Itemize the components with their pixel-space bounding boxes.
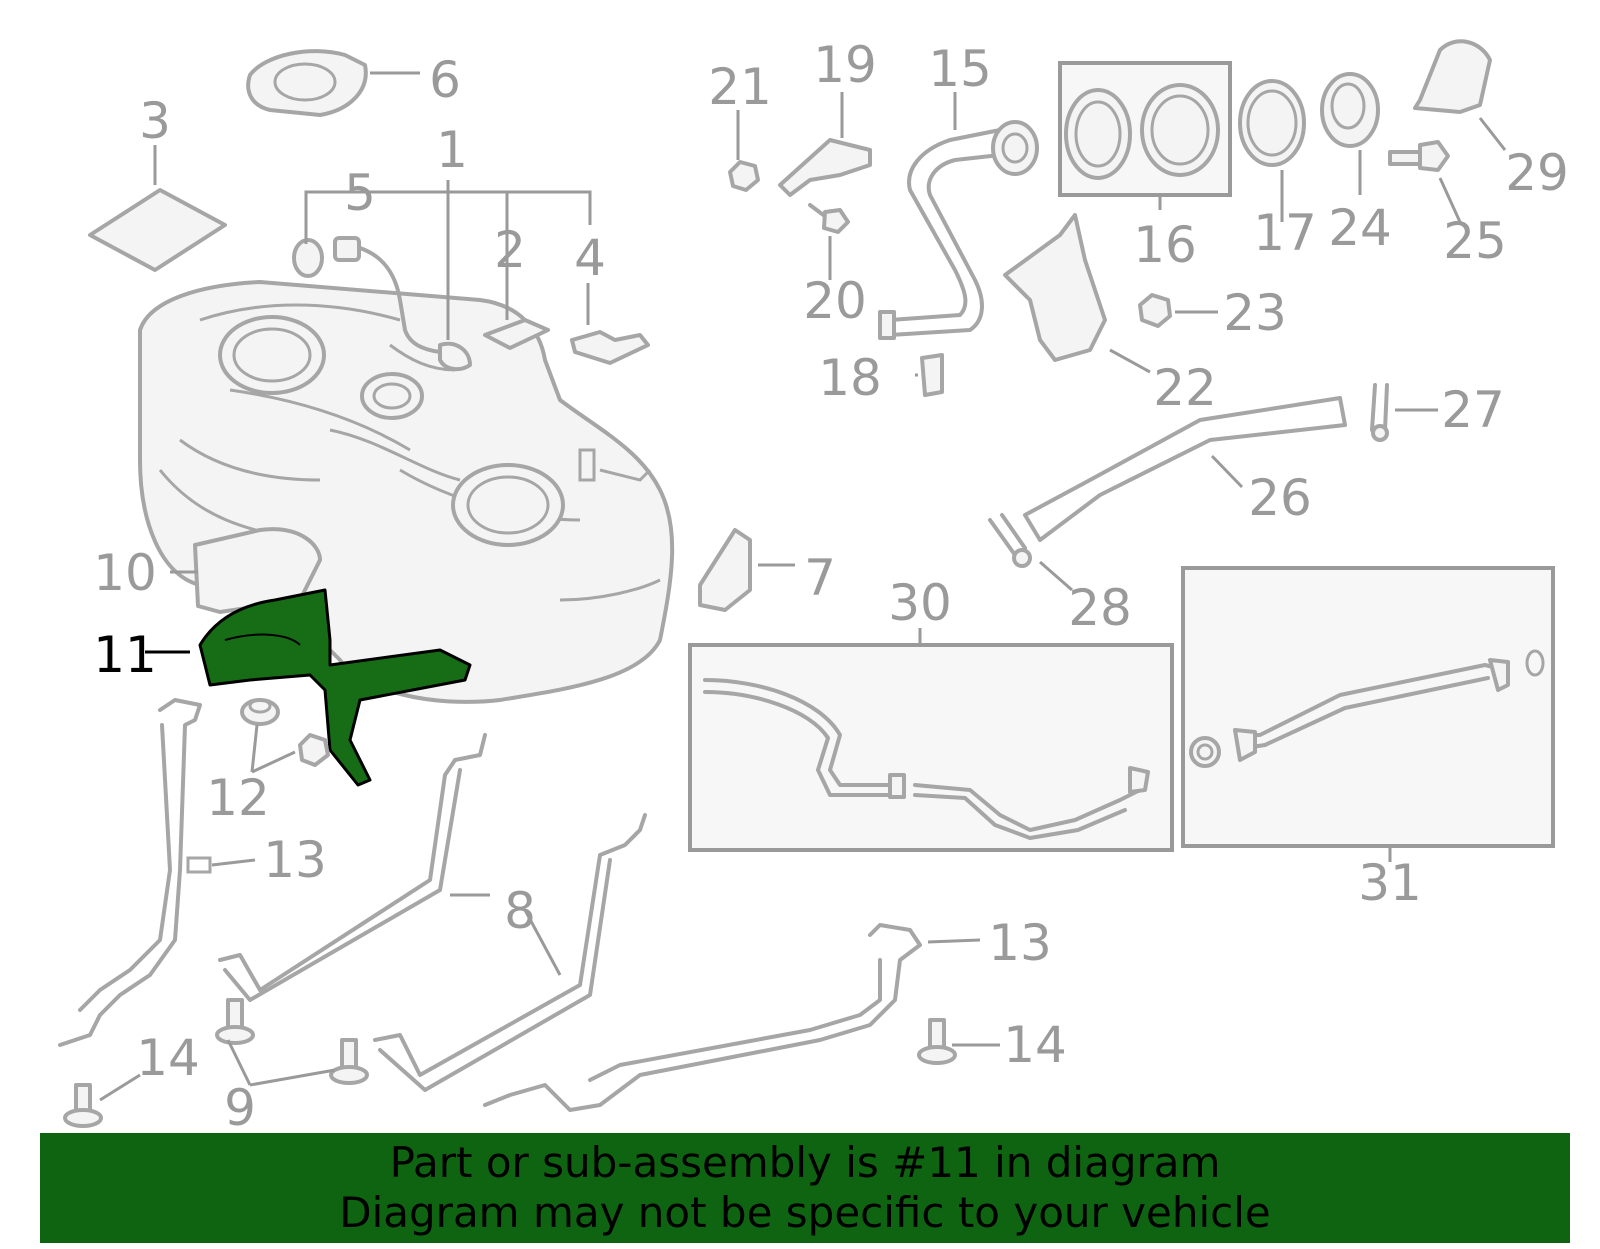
part-label-9: 9 [224, 1079, 256, 1137]
tube-part-26 [1023, 396, 1347, 542]
part-label-12: 12 [206, 769, 270, 827]
part-label-29: 29 [1505, 144, 1569, 202]
part-label-6: 6 [429, 51, 461, 109]
part-label-2: 2 [494, 221, 526, 279]
part-label-30: 30 [888, 574, 952, 632]
part-label-31: 31 [1358, 854, 1422, 912]
part-label-5: 5 [344, 164, 376, 222]
ring-part-6 [246, 49, 368, 117]
part-label-20: 20 [803, 272, 867, 330]
grommet-part-12 [240, 698, 330, 767]
part-label-14b: 14 [1003, 1016, 1067, 1074]
bolt-part-20 [808, 203, 850, 234]
part-label-28: 28 [1068, 579, 1132, 637]
part-label-23: 23 [1223, 284, 1287, 342]
part-label-24: 24 [1328, 199, 1392, 257]
bolt-part-14-a [63, 1083, 103, 1128]
part-label-25: 25 [1443, 212, 1507, 270]
part-label-19: 19 [813, 36, 877, 94]
strap-part-13-right [483, 923, 922, 1112]
pad-part-3 [88, 188, 227, 272]
box-part-30 [688, 643, 1174, 852]
cap-part-29 [1413, 39, 1492, 114]
part-label-13b: 13 [988, 914, 1052, 972]
part-label-3: 3 [139, 92, 171, 150]
pad-part-4 [570, 330, 650, 365]
part-label-15: 15 [928, 40, 992, 98]
hose-part-5 [292, 236, 442, 354]
box-part-31 [1181, 566, 1555, 848]
bolt-part-14-b [917, 1018, 957, 1065]
part-label-4: 4 [574, 229, 606, 287]
info-banner: Part or sub-assembly is #11 in diagram D… [40, 1133, 1570, 1243]
part-label-13a: 13 [263, 831, 327, 889]
part-label-21: 21 [708, 58, 772, 116]
bolt-part-9-b [329, 1038, 369, 1085]
part-label-22: 22 [1153, 359, 1217, 417]
straps-part-8 [218, 733, 647, 1092]
nut-part-23 [1138, 293, 1172, 328]
part-label-7: 7 [804, 549, 836, 607]
part-label-27: 27 [1441, 381, 1505, 439]
bracket-part-19 [778, 138, 872, 197]
part-label-1: 1 [436, 121, 468, 179]
bracket-part-7 [698, 528, 752, 612]
part-label-17: 17 [1253, 204, 1317, 262]
bolt-part-25 [1388, 140, 1450, 172]
leader-lines [99, 71, 1507, 1102]
part-label-14a: 14 [136, 1029, 200, 1087]
clip-part-27 [1370, 383, 1389, 442]
strap-part-13-left [58, 698, 212, 1047]
clip-part-28 [988, 513, 1032, 568]
pad-part-2 [483, 318, 550, 350]
part-label-10: 10 [93, 544, 157, 602]
part-label-18: 18 [818, 349, 882, 407]
part-label-16: 16 [1133, 216, 1197, 274]
filler-pipe-part-15 [878, 120, 1039, 340]
gasket-part-17 [1238, 79, 1306, 167]
bracket-part-22 [1003, 213, 1107, 362]
banner-line-2: Diagram may not be specific to your vehi… [339, 1188, 1271, 1237]
part-label-11: 11 [93, 626, 157, 684]
ring-part-24 [1320, 72, 1380, 148]
nut-part-21 [728, 160, 760, 192]
part-label-26: 26 [1248, 469, 1312, 527]
banner-line-1: Part or sub-assembly is #11 in diagram [389, 1138, 1221, 1187]
box-part-16 [1058, 61, 1232, 197]
part-label-8: 8 [504, 882, 536, 940]
bolt-part-9-a [215, 998, 255, 1045]
clip-part-18 [920, 353, 944, 397]
highlighted-part-11 [198, 588, 472, 787]
